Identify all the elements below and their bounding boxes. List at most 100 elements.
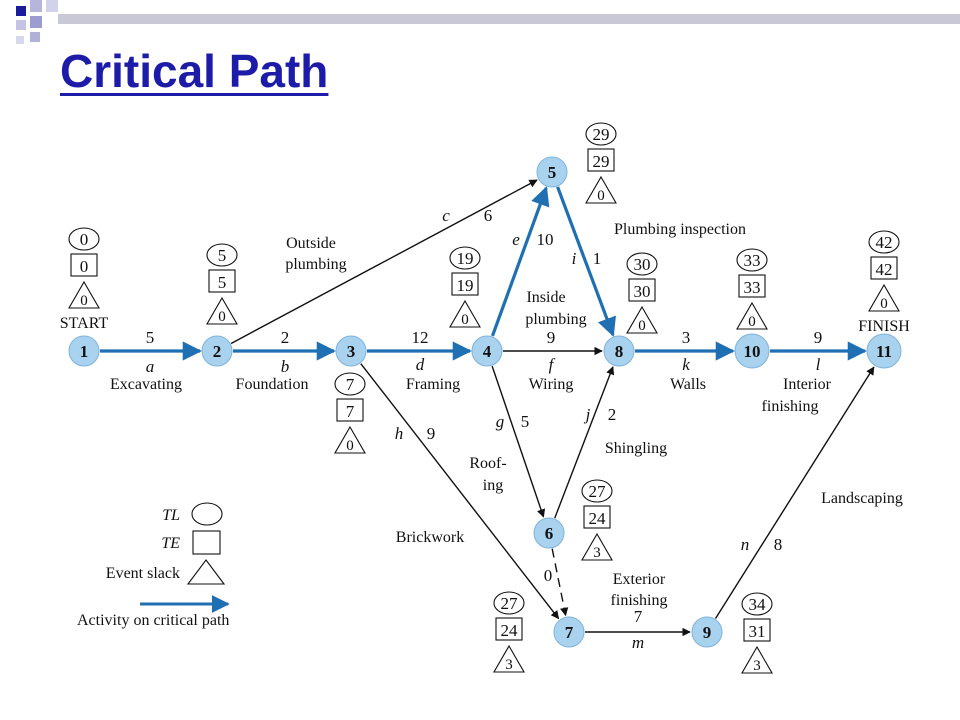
tl-value: 30 [634,255,651,274]
activity-name-line: plumbing [525,311,586,328]
activity-name: Walls [670,376,706,393]
activity-letter: b [281,357,290,376]
event-number: 8 [615,342,624,361]
tl-value: 5 [218,246,227,265]
activity-name: Inside plumbing [525,289,586,328]
activity-arrow-g [491,365,546,518]
slack-triangle [493,644,525,673]
activity-time: 12 [412,328,429,347]
te-box [738,274,766,298]
activity-letter: a [146,357,155,376]
event-number: 5 [548,163,557,182]
event-number: 1 [80,342,89,361]
slack-triangle [868,283,900,312]
activity-arrow-c [230,179,538,345]
legend-te-box [192,530,221,555]
event-node-6 [533,517,565,549]
slack-value: 0 [80,293,88,309]
activity-letter: h [395,424,404,443]
te-box [451,272,479,296]
activity-time: 9 [427,424,436,443]
te-box [628,278,656,302]
tl-circle [493,591,525,615]
activity-name-line: finishing [611,592,668,609]
activity-letter: n [741,535,750,554]
tl-circle [449,246,481,270]
event-number: 7 [565,623,574,642]
tl-value: 27 [589,482,607,501]
slack-value: 3 [505,657,513,673]
activity-arrows [100,179,875,637]
activity-arrow-n [714,366,875,619]
activity-name: Landscaping [821,490,903,507]
event-node-9 [691,616,723,648]
activity-time: 8 [774,535,783,554]
event-number: 6 [545,524,554,543]
event-number: 3 [347,342,356,361]
activity-time: 9 [547,328,556,347]
event-number: 2 [213,342,222,361]
te-value: 5 [218,273,227,292]
slack-value: 0 [880,296,888,312]
legend-critical-label: Activity on critical path [77,612,229,629]
te-box [336,398,364,422]
te-box [70,253,98,277]
finish-label: FINISH [858,318,910,335]
slack-value: 0 [597,188,605,204]
event-number: 9 [703,623,712,642]
start-label: START [60,315,109,332]
activity-letter: f [549,355,556,374]
slack-value: 0 [218,309,226,325]
event-time-boxes: 0005507701919029290272432724330300343133… [60,122,910,674]
activity-arrow-dummy [551,548,569,617]
legend-tl-label: TL [162,507,180,524]
te-box [743,618,771,642]
event-number: 11 [876,342,892,361]
te-box [870,256,898,280]
event-node-3 [335,335,367,367]
dummy-activity-time: 0 [544,566,553,585]
activity-name: Wiring [529,376,574,393]
event-node-5 [536,156,568,188]
activity-name-line: ing [483,477,503,494]
te-value: 0 [80,257,89,276]
activity-name: Plumbing inspection [614,221,746,238]
activity-name-line: plumbing [285,256,346,273]
activity-letter: g [496,412,505,431]
tl-circle [736,248,768,272]
te-value: 29 [593,152,610,171]
event-number: 4 [483,342,492,361]
activity-name: Foundation [236,376,309,393]
activity-name: Shingling [605,440,667,457]
slack-value: 0 [346,438,354,454]
tl-value: 29 [593,125,610,144]
event-number: 10 [744,342,761,361]
te-value: 42 [876,260,893,279]
activity-name-line: Inside [526,289,565,306]
legend-slack-triangle [186,559,226,585]
tl-circle [206,243,238,267]
activity-time: 5 [146,328,155,347]
te-value: 7 [346,402,355,421]
activity-name: Roof-ing [469,455,506,494]
activity-name-line: Roof- [469,455,506,472]
event-node-2 [201,335,233,367]
tl-value: 34 [749,595,767,614]
slack-triangle [68,280,100,309]
page-title: Critical Path [60,45,329,97]
event-node-11 [866,333,902,369]
activity-letter: k [682,355,690,374]
tl-circle [581,479,613,503]
activity-letter: i [572,249,577,268]
event-node-10 [734,333,770,369]
slack-triangle [449,299,481,328]
activity-name: Excavating [110,376,182,393]
event-node-7 [553,616,585,648]
te-value: 31 [749,622,766,641]
tl-value: 19 [457,249,474,268]
tl-circle [334,372,366,396]
activity-letter: c [442,206,450,225]
